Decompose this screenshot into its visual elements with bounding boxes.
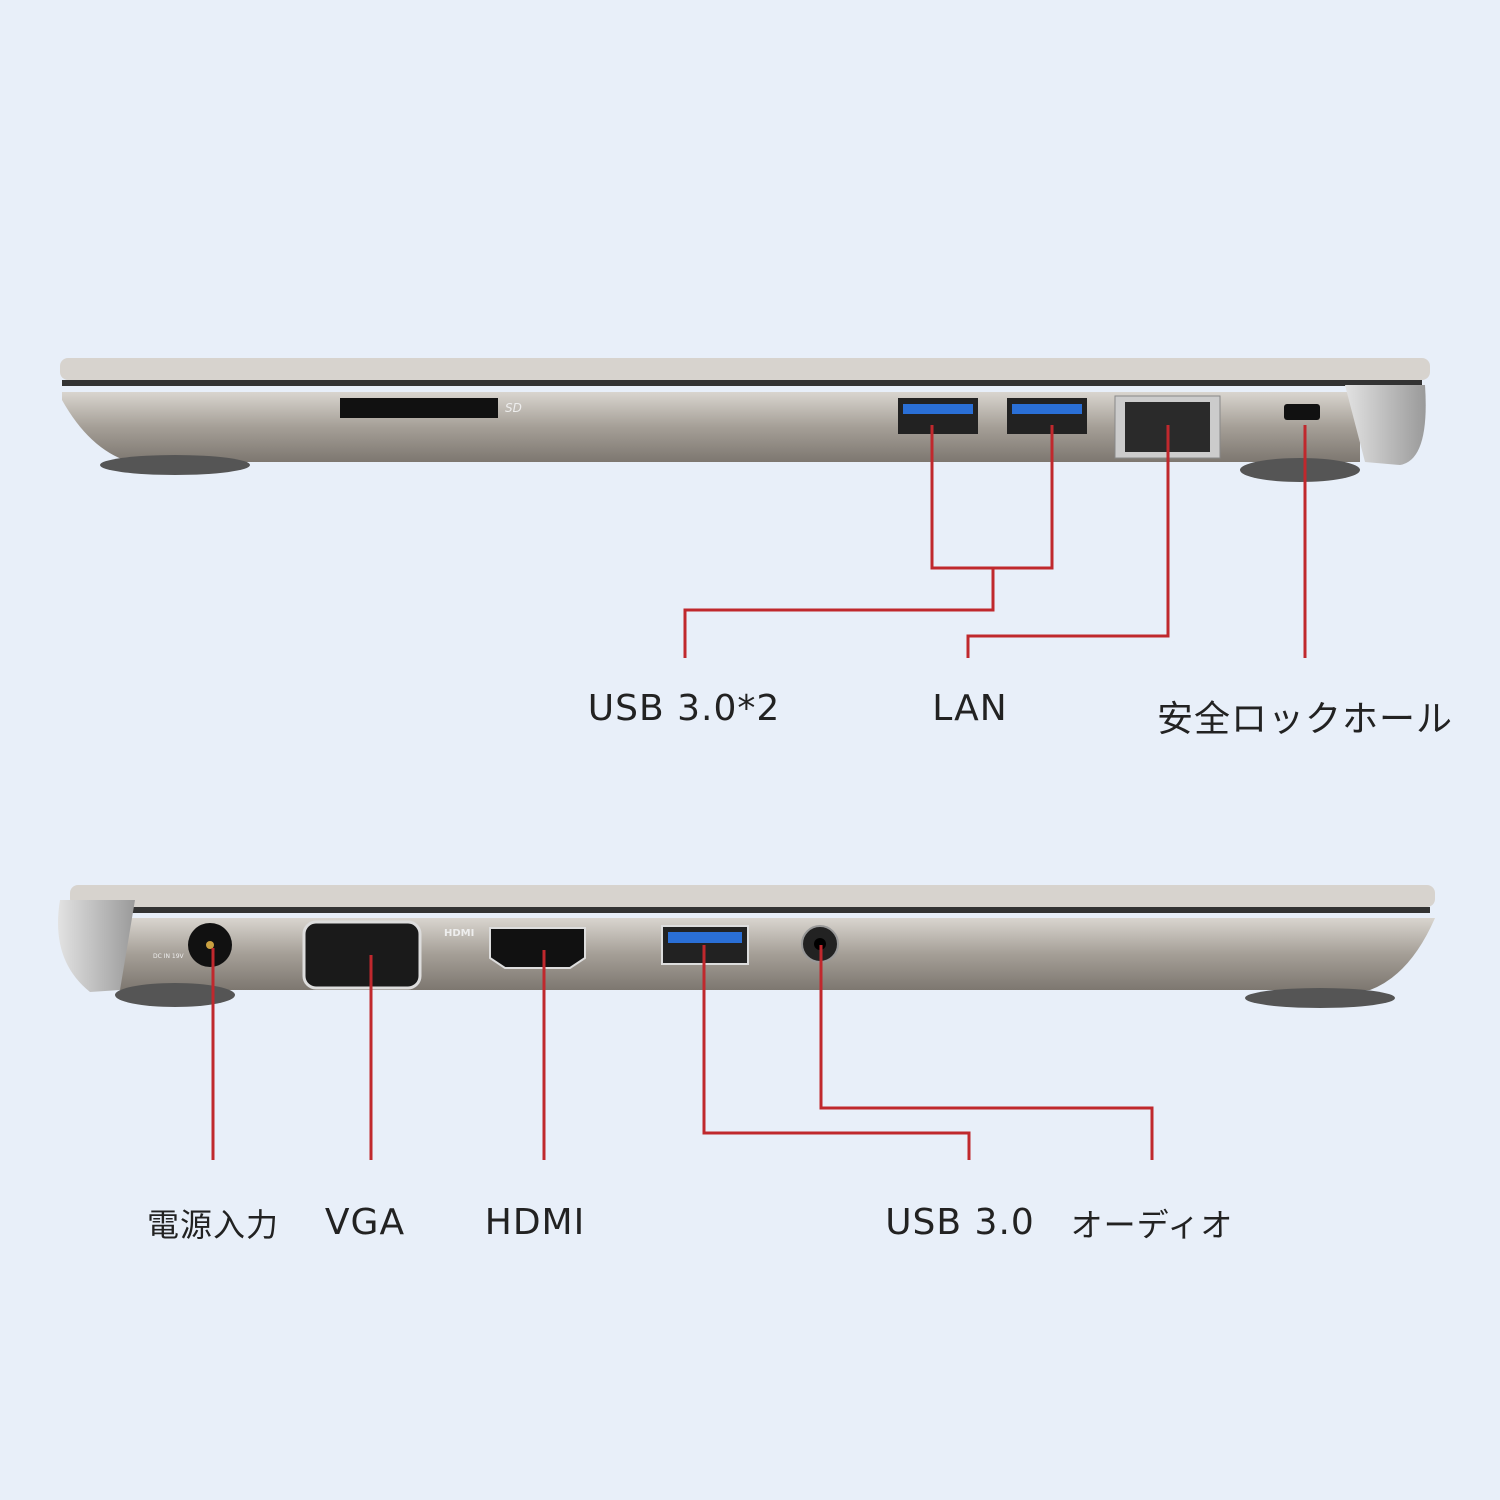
sd-card-slot (340, 398, 498, 418)
top-callout-lines (683, 425, 1307, 658)
security-lock-slot (1284, 404, 1320, 420)
label-hdmi: HDMI (484, 1202, 586, 1243)
label-usb-3-0-x2: USB 3.0*2 (587, 688, 781, 729)
sd-logo: SD (505, 401, 522, 415)
usb-port-2 (1007, 398, 1087, 434)
hdmi-port (489, 927, 586, 969)
bottom-callout-lines (211, 945, 1154, 1160)
label-security-lock: 安全ロックホール (1156, 699, 1454, 740)
hdmi-logo: HDMI (444, 928, 474, 939)
laptop-left-side: DC IN 19V HDMI (58, 885, 1435, 1008)
dc-in-mark: DC IN 19V (153, 953, 185, 960)
laptop-right-side: SD (60, 358, 1430, 482)
vga-port (302, 920, 422, 990)
label-usb-3-0: USB 3.0 (885, 1202, 1035, 1243)
usb-port-1 (898, 398, 978, 434)
label-audio: オーディオ (1070, 1206, 1234, 1244)
label-lan: LAN (932, 688, 1008, 729)
label-vga: VGA (324, 1202, 406, 1243)
label-power-input: 電源入力 (146, 1206, 280, 1244)
